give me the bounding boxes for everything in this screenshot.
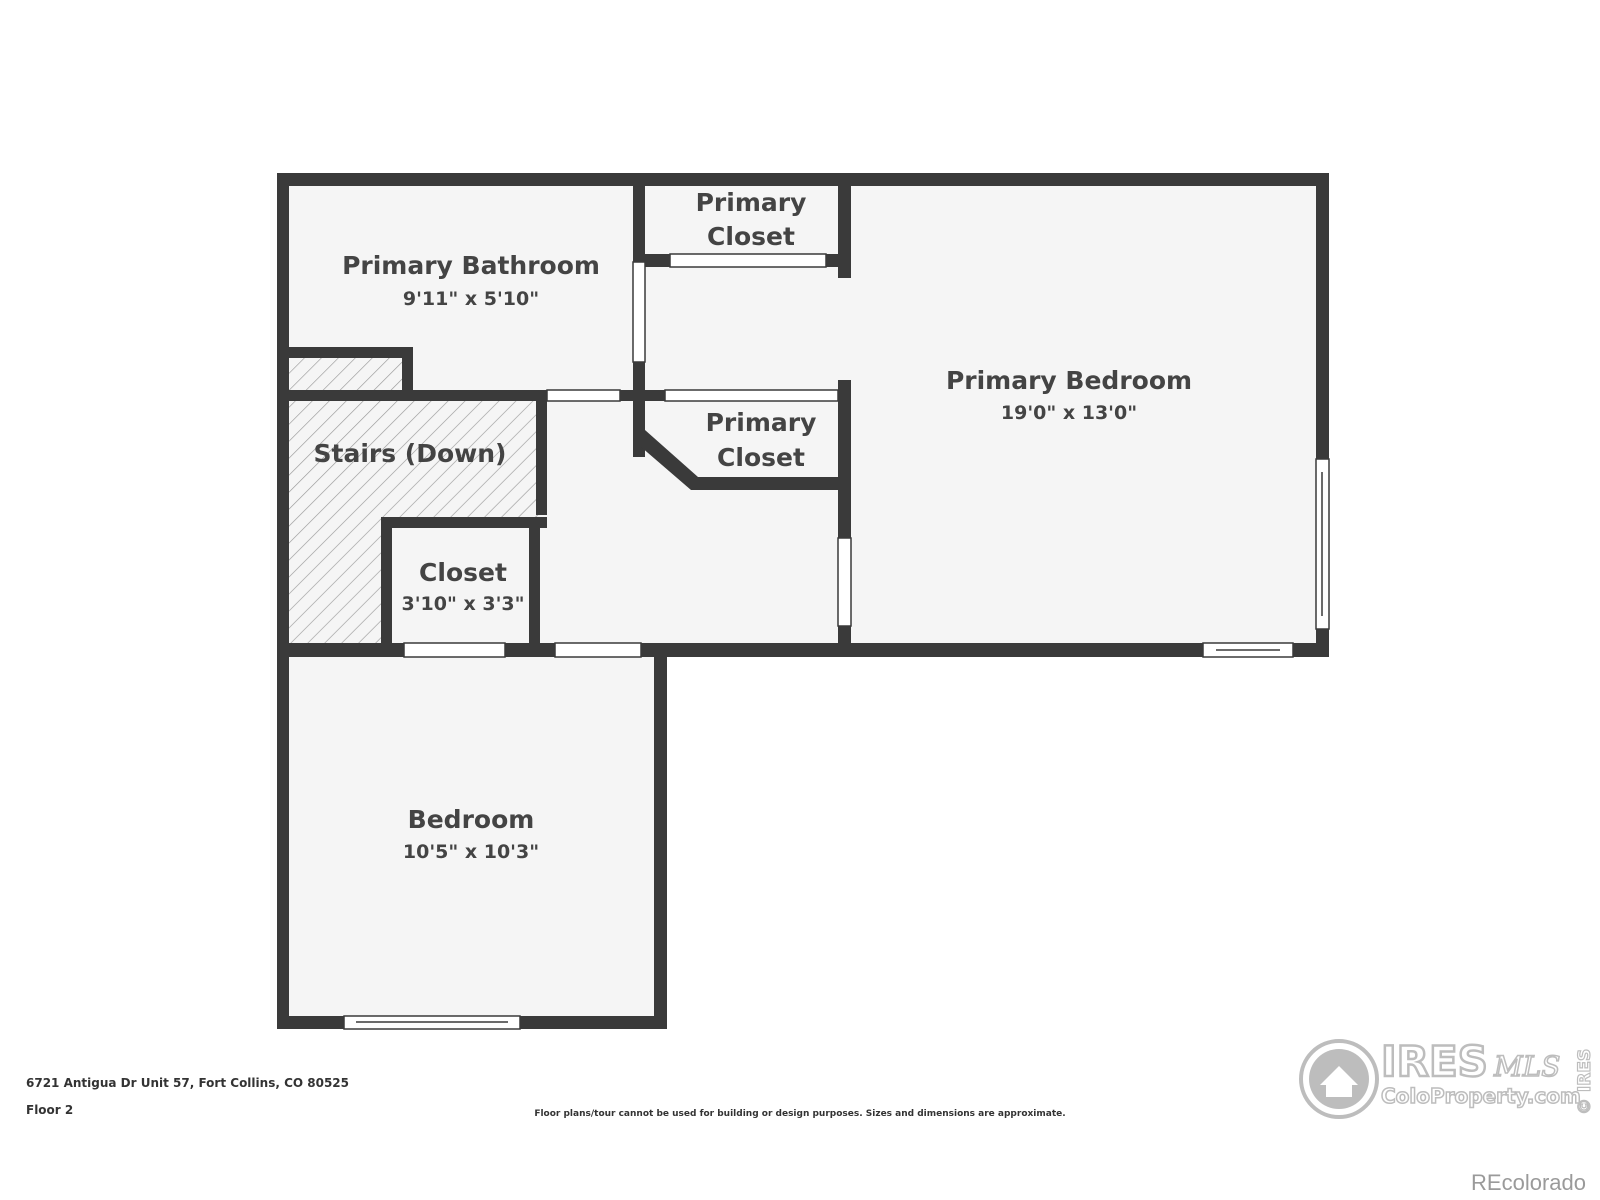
bedroom-dims: 10'5" x 10'3": [403, 841, 539, 863]
primary-closet-top-label-line2: Closet: [707, 222, 795, 251]
svg-text:© IRES: © IRES: [1575, 1049, 1595, 1115]
ires-mls-logo: IRES MLS ColoProperty.com © IRES: [1299, 1036, 1596, 1119]
floor-label: Floor 2: [26, 1103, 74, 1117]
svg-text:IRES: IRES: [1381, 1037, 1488, 1086]
primary-bathroom-label: Primary Bathroom: [342, 251, 600, 280]
closet-dims: 3'10" x 3'3": [401, 593, 524, 615]
closet-label: Closet: [419, 558, 507, 587]
primary-bedroom-label: Primary Bedroom: [946, 366, 1192, 395]
primary-closet-mid-label-line1: Primary: [706, 408, 817, 437]
primary-closet-mid-label-line2: Closet: [717, 443, 805, 472]
walls: [277, 173, 1329, 1029]
primary-bathroom-dims: 9'11" x 5'10": [403, 288, 539, 310]
stairs-hatch: [289, 358, 539, 643]
primary-closet-top-label-line1: Primary: [696, 188, 807, 217]
recolorado-watermark: REcolorado: [1471, 1170, 1586, 1195]
window-inner-lines: [356, 472, 1323, 1023]
svg-text:ColoProperty.com: ColoProperty.com: [1381, 1084, 1581, 1108]
svg-text:MLS: MLS: [1493, 1050, 1560, 1083]
address-text: 6721 Antigua Dr Unit 57, Fort Collins, C…: [26, 1076, 350, 1090]
house-icon: [1320, 1066, 1358, 1097]
bedroom-label: Bedroom: [408, 805, 535, 834]
stairs-label: Stairs (Down): [314, 439, 507, 468]
primary-bedroom-dims: 19'0" x 13'0": [1001, 402, 1137, 424]
disclaimer-text: Floor plans/tour cannot be used for buil…: [534, 1109, 1066, 1119]
